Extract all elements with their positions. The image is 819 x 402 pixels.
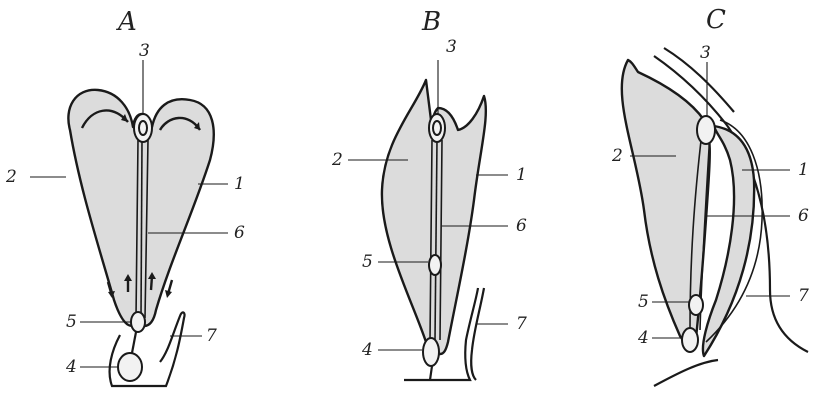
panel-c-node-5 (689, 295, 703, 315)
panel-a-label-6: 6 (234, 223, 245, 243)
panel-c-label-7: 7 (798, 286, 809, 306)
panel-a-letter: A (116, 7, 137, 37)
panel-a: A 3 (5, 7, 245, 386)
panel-c-label-1: 1 (798, 160, 809, 180)
panel-a-label-2: 2 (5, 167, 17, 187)
panel-c-label-2: 2 (611, 146, 623, 166)
panel-c-letter: C (706, 5, 726, 35)
panel-b-label-6: 6 (516, 216, 527, 236)
panel-b-letter: B (421, 7, 441, 37)
panel-a-node-4 (118, 353, 142, 381)
panel-b-stalk (430, 366, 432, 380)
panel-a-label-7: 7 (206, 326, 217, 346)
panel-c: C 3 2 1 6 5 4 7 (611, 5, 809, 386)
panel-a-label-3: 3 (139, 41, 150, 61)
panel-c-label-6: 6 (798, 206, 809, 226)
panel-a-label-1: 1 (234, 174, 245, 194)
panel-b-label-7: 7 (516, 314, 527, 334)
panel-b-node-3-inner (433, 121, 441, 135)
panel-c-lower-curve (654, 360, 718, 386)
panel-a-stalk (132, 332, 136, 353)
panel-c-node-3 (697, 116, 715, 144)
panel-b-label-3: 3 (446, 37, 457, 57)
panel-c-label-5: 5 (638, 292, 649, 312)
panel-a-tube-inner (141, 140, 142, 318)
panel-a-label-4: 4 (65, 357, 77, 377)
panel-a-node-5 (131, 312, 145, 332)
panel-a-node-3-inner (139, 121, 147, 135)
panel-b-label-2: 2 (331, 150, 343, 170)
panel-c-label-3: 3 (700, 43, 711, 63)
panel-c-node-4 (682, 328, 698, 352)
panel-b-node-5 (429, 255, 441, 275)
panel-a-label-5: 5 (66, 312, 77, 332)
panel-c-label-4: 4 (637, 328, 649, 348)
panel-b-label-4: 4 (361, 340, 373, 360)
panel-b-label-1: 1 (516, 165, 527, 185)
panel-a-arrow-down-right-head (165, 290, 172, 298)
panel-b-label-5: 5 (362, 252, 373, 272)
panel-b-node-4 (423, 338, 439, 366)
panel-b: B 3 2 1 6 5 4 7 (331, 7, 527, 380)
